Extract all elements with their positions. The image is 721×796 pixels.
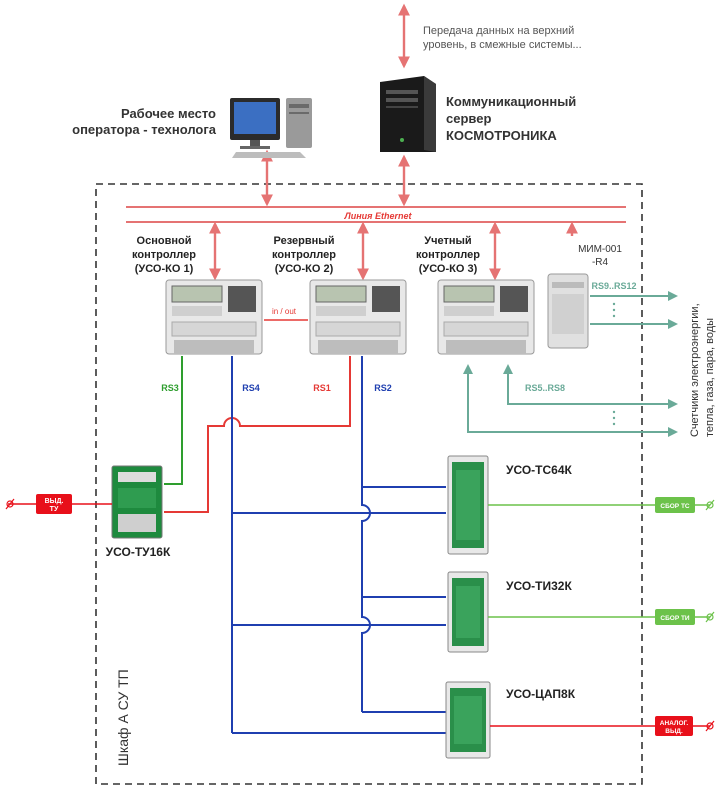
analog-line1: АНАЛОГ.: [660, 720, 689, 727]
rs5-8-line-2: [463, 364, 678, 437]
server-label-line2: сервер: [446, 111, 491, 126]
ctrl1-label-line2: контроллер: [132, 249, 196, 261]
cap8k-label: УСО-ЦАП8К: [506, 687, 576, 701]
mim-label-line1: МИМ-001: [578, 244, 622, 255]
sbor-ti-badge: [655, 609, 695, 625]
sbor-tc-text: СБОР ТС: [660, 503, 690, 510]
rs1-label: RS1: [313, 383, 331, 393]
rs1-line: [164, 356, 351, 513]
analog-terminal-icon: [705, 720, 715, 732]
rs2-trunk: [361, 356, 371, 712]
controller-2-device: [309, 279, 407, 355]
sbor-tc-terminal-icon: [705, 499, 715, 511]
ethernet-label: Линия Ethernet: [344, 211, 413, 221]
ti32k-board: [447, 571, 489, 653]
vyd-tu-line2: ТУ: [50, 506, 59, 513]
meters-label-line2: тепла, газа, пара, воды: [704, 318, 716, 437]
rs9-12-dots: [612, 302, 616, 318]
mim-label-line2: -R4: [592, 257, 609, 268]
sbor-ti-terminal-icon: [705, 611, 715, 623]
cabinet-label: Шкаф А СУ ТП: [115, 669, 131, 766]
rs2-label: RS2: [374, 383, 392, 393]
vyd-tu-line1: ВЫД.: [45, 498, 64, 505]
ctrl2-label-line1: Резервный: [274, 235, 335, 247]
rs3-label: RS3: [161, 383, 179, 393]
ctrl3-label-line1: Учетный: [424, 235, 471, 247]
controller-3-device: [437, 279, 535, 355]
tu16k-board: [111, 465, 163, 539]
vyd-tu-terminal-icon: [5, 498, 15, 510]
server-label-line1: Коммуникационный: [446, 94, 576, 109]
mim-device: [547, 273, 589, 349]
ctrl1-label-line1: Основной: [137, 235, 192, 247]
sbor-tc-badge: [655, 497, 695, 513]
rs4-label: RS4: [242, 383, 260, 393]
ctrl1-label-line3: (УСО-КО 1): [135, 263, 194, 275]
cabinet-border: [95, 183, 643, 785]
operator-label-line1: Рабочее место: [121, 106, 216, 121]
in-out-label: in / out: [272, 307, 297, 316]
server-icon: [380, 76, 436, 152]
ctrl3-label-line2: контроллер: [416, 249, 480, 261]
rs5-8-dots: [612, 410, 616, 426]
tu16k-label: УСО-ТУ16К: [106, 545, 171, 559]
meters-label-line1: Счетчики электроэнергии,: [689, 303, 701, 437]
sbor-ti-text: СБОР ТИ: [660, 615, 690, 622]
server-label-line3: КОСМОТРОНИКА: [446, 128, 557, 143]
controller-1-device: [165, 279, 263, 355]
rs3-line: [164, 356, 183, 485]
uplink-note-line2: уровень, в смежные системы...: [423, 39, 582, 51]
tc64k-board: [447, 455, 489, 555]
ctrl3-label-line3: (УСО-КО 3): [419, 263, 478, 275]
operator-computer-icon: [230, 98, 312, 158]
uplink-note-line1: Передача данных на верхний: [423, 25, 574, 37]
analog-badge: [655, 716, 693, 736]
vyd-tu-badge: [36, 494, 72, 514]
cap8k-board: [445, 681, 491, 759]
rs5-8-label: RS5..RS8: [525, 383, 565, 393]
ctrl2-label-line2: контроллер: [272, 249, 336, 261]
rs9-12-label: RS9..RS12: [591, 281, 636, 291]
analog-line2: ВЫД.: [665, 728, 683, 735]
ti32k-label: УСО-ТИ32К: [506, 579, 572, 593]
tc64k-label: УСО-ТС64К: [506, 463, 573, 477]
operator-label-line2: оператора - технолога: [72, 122, 217, 137]
ctrl2-label-line3: (УСО-КО 2): [275, 263, 334, 275]
